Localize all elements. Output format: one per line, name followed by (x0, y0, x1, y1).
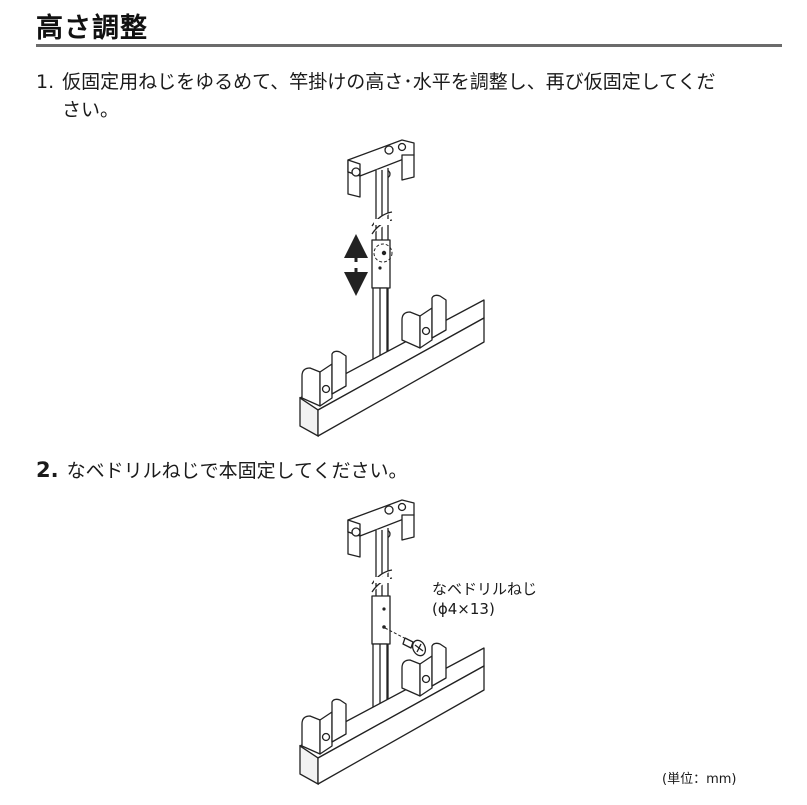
screw-callout-spec: (ϕ4×13) (432, 600, 495, 618)
step-2-text: なベドリルねじで本固定してください。 (66, 460, 408, 482)
pan-head-drill-screw-icon (402, 637, 427, 657)
screw-callout: なベドリルねじ (ϕ4×13) (432, 579, 537, 619)
title-underline (36, 44, 782, 47)
ceiling-bracket-2 (347, 499, 415, 558)
page-title: 高さ調整 (36, 13, 148, 44)
figure-1-height-adjustment (299, 139, 485, 438)
step-1: 1. 仮固定用ねじをゆるめて、竿掛けの高さ･水平を調整し、再び仮固定してくだ さい… (36, 68, 786, 124)
step-1-text-line1: 仮固定用ねじをゆるめて、竿掛けの高さ･水平を調整し、再び仮固定してくだ (62, 71, 716, 93)
ceiling-bracket (347, 139, 415, 198)
step-2: 2. なベドリルねじで本固定してください。 (36, 456, 407, 485)
step-1-text-line2: さい。 (62, 99, 120, 121)
rod-holder-back (401, 294, 447, 349)
rod-holder-front-2 (301, 698, 347, 755)
lower-pole (371, 239, 393, 373)
screw-callout-name: なベドリルねじ (432, 580, 538, 598)
figure-2-final-fixing (299, 499, 485, 786)
rod-holder-back-2 (401, 642, 447, 697)
step-1-number: 1. (36, 71, 55, 93)
rod-holder-front (301, 350, 347, 407)
step-2-number: 2. (36, 458, 59, 482)
unit-note: (単位：mm) (662, 772, 737, 787)
lower-pole-2 (371, 595, 391, 723)
